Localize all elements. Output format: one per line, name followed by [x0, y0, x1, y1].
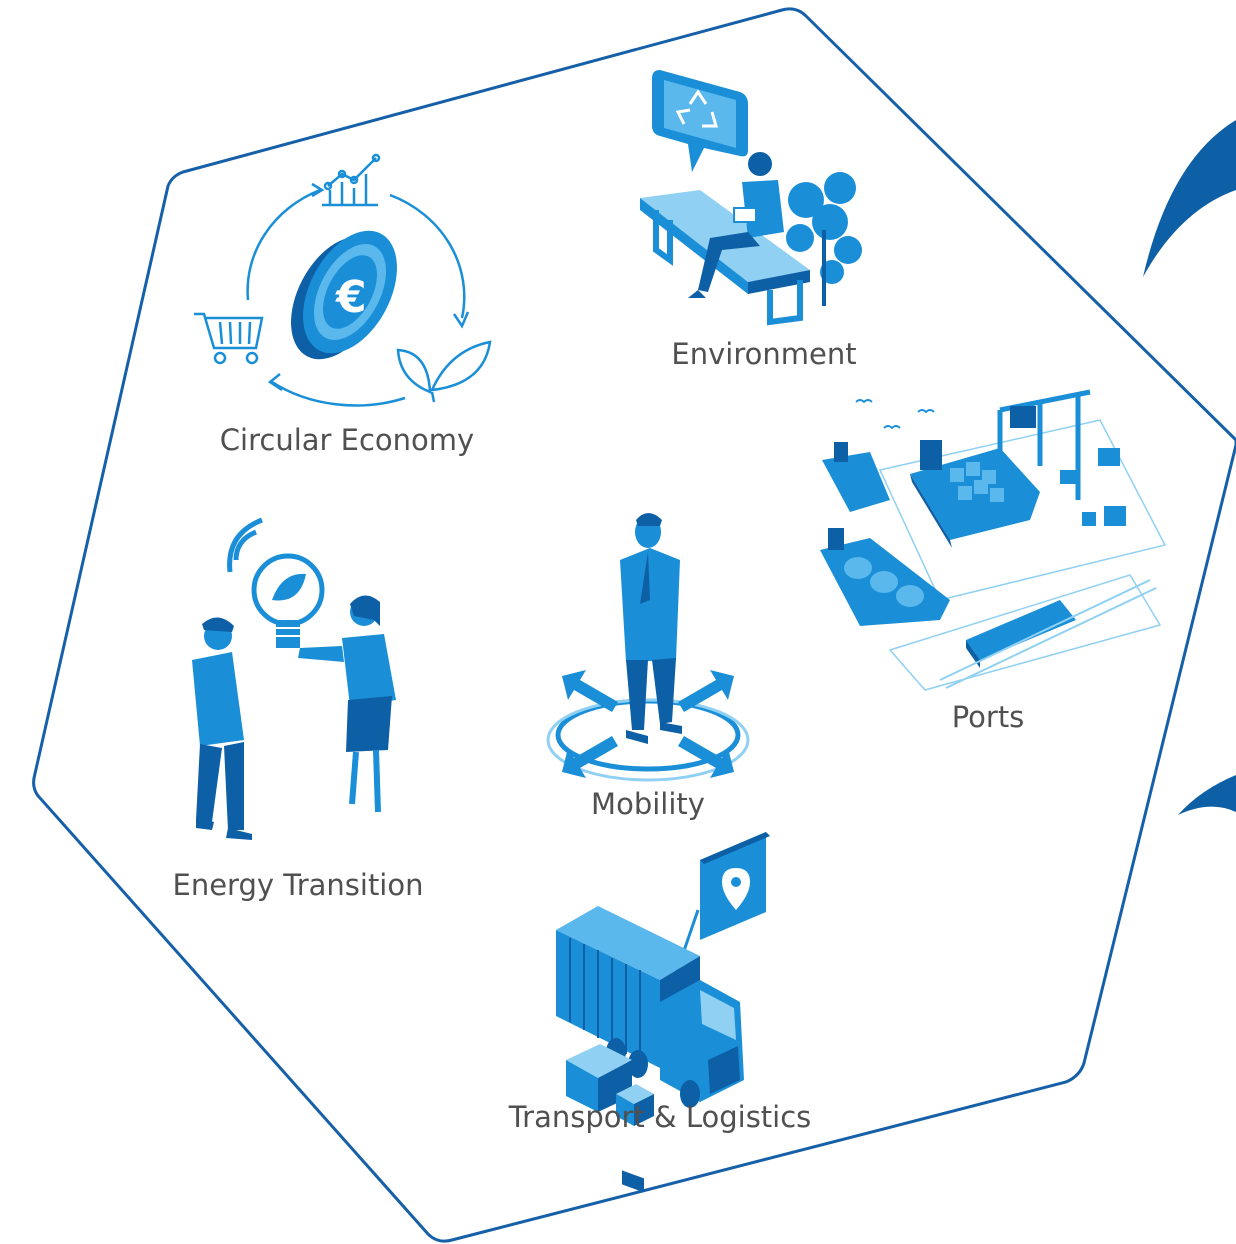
- truck-location-icon: [556, 832, 770, 1193]
- transport-logistics-label: Transport & Logistics: [508, 1100, 812, 1134]
- ports-label: Ports: [951, 700, 1025, 734]
- people-lightbulb-icon: [192, 517, 396, 840]
- mobility-label: Mobility: [591, 787, 705, 821]
- port-cargo-ships-icon: [820, 389, 1167, 691]
- hexagon-frame: [32, 7, 1236, 1243]
- euro-coin-cycle-icon: €: [194, 153, 492, 407]
- environment-label: Environment: [671, 337, 857, 371]
- swoosh-decoration-top: [1143, 120, 1236, 277]
- swoosh-decoration-bottom: [1178, 775, 1236, 815]
- energy-transition-label: Energy Transition: [172, 868, 424, 902]
- person-on-bench-recycle-icon: [640, 70, 862, 326]
- svg-text:€: €: [335, 272, 367, 323]
- person-arrows-icon: [546, 513, 750, 782]
- circular-economy-label: Circular Economy: [219, 423, 475, 457]
